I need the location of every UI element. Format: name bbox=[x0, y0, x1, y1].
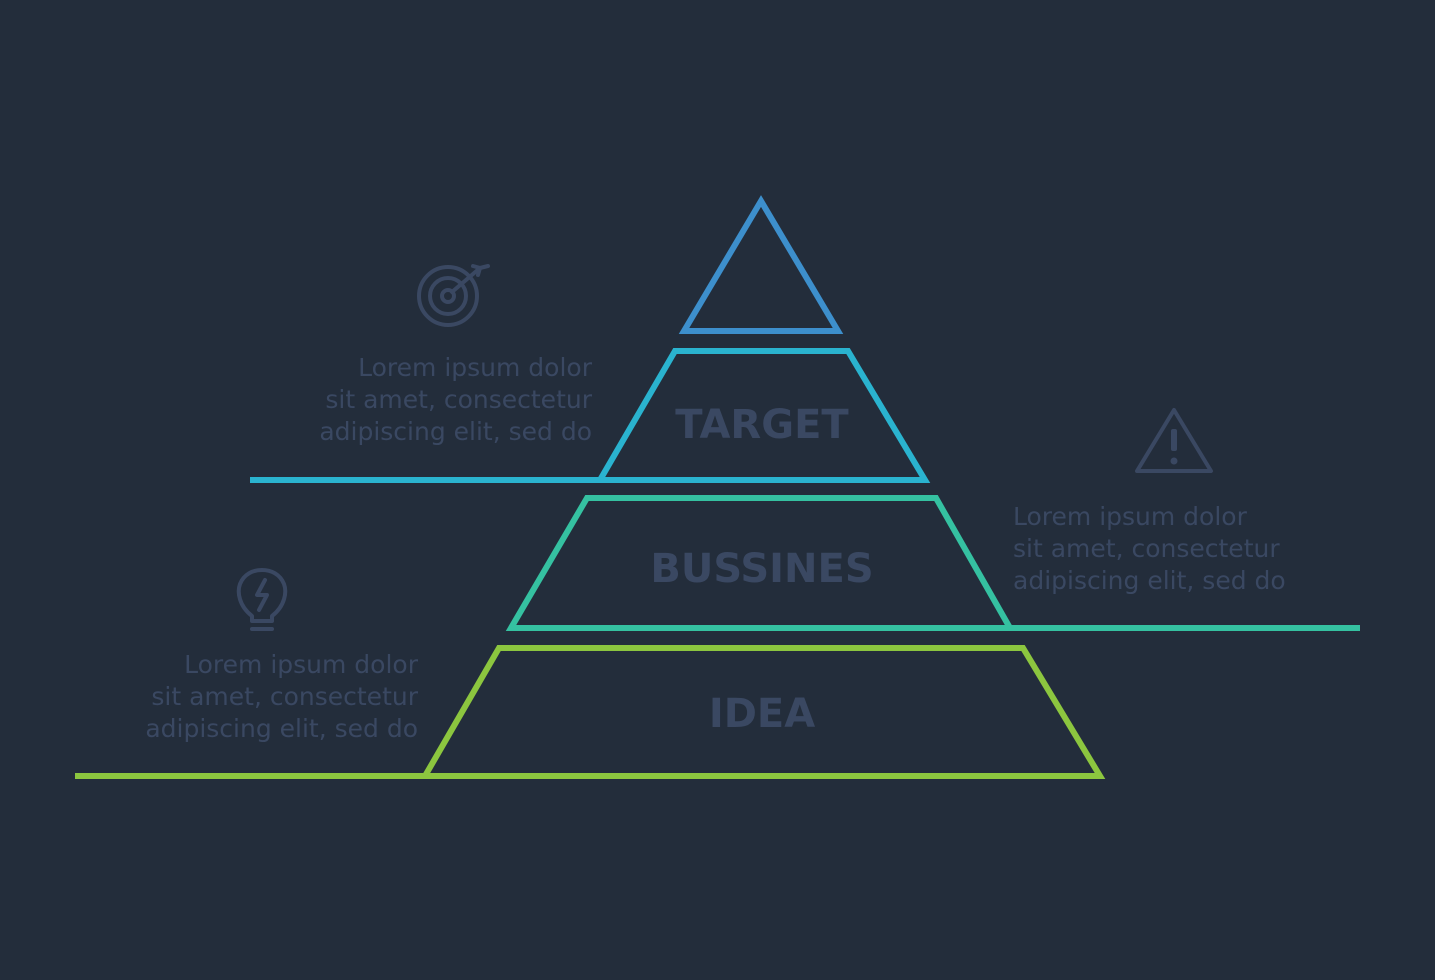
note-line: Lorem ipsum dolor bbox=[184, 650, 418, 679]
note-line: sit amet, consectetur bbox=[1013, 534, 1280, 563]
note-line: sit amet, consectetur bbox=[151, 682, 418, 711]
note-business: Lorem ipsum dolor sit amet, consectetur … bbox=[1013, 501, 1286, 597]
note-idea: Lorem ipsum dolor sit amet, consectetur … bbox=[145, 649, 418, 745]
level-label-target: TARGET bbox=[675, 402, 849, 448]
note-line: adipiscing elit, sed do bbox=[1013, 566, 1286, 595]
target-icon bbox=[417, 264, 490, 327]
note-line: Lorem ipsum dolor bbox=[358, 353, 592, 382]
level-label-business: BUSSINES bbox=[650, 546, 873, 592]
note-line: adipiscing elit, sed do bbox=[145, 714, 418, 743]
note-target: Lorem ipsum dolor sit amet, consectetur … bbox=[319, 352, 592, 448]
note-line: adipiscing elit, sed do bbox=[319, 417, 592, 446]
level-label-idea: IDEA bbox=[709, 691, 815, 737]
note-line: sit amet, consectetur bbox=[325, 385, 592, 414]
pyramid-level-idea bbox=[419, 645, 1106, 779]
pyramid-level-target bbox=[594, 348, 931, 483]
lightbulb-icon bbox=[236, 568, 288, 631]
warning-icon bbox=[1135, 408, 1213, 473]
pyramid-apex bbox=[678, 195, 844, 334]
note-line: Lorem ipsum dolor bbox=[1013, 502, 1247, 531]
